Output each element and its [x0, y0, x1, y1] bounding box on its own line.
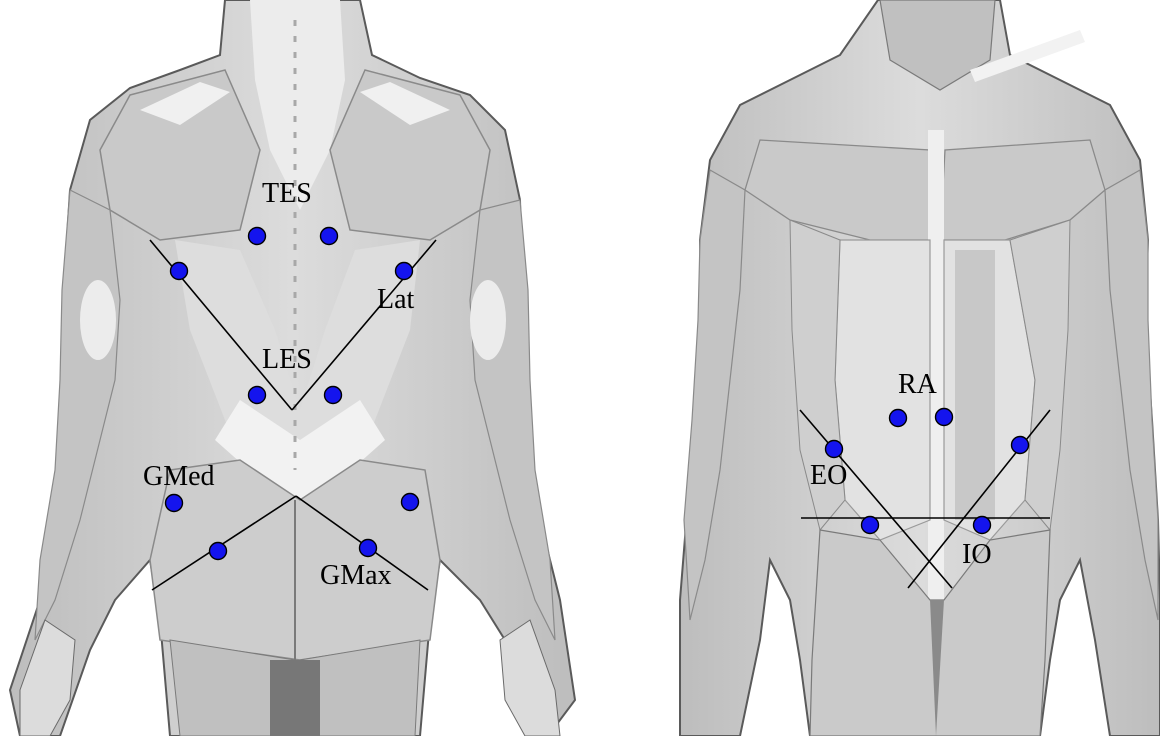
electrode-tes-left	[249, 228, 266, 245]
electrode-eo-right	[1012, 437, 1029, 454]
electrode-lat-right	[396, 263, 413, 280]
electrode-io-left	[862, 517, 879, 534]
electrode-eo-left	[826, 441, 843, 458]
electrode-gmed-left	[166, 495, 183, 512]
label-gmax: GMax	[320, 560, 392, 591]
electrode-gmed-right	[402, 494, 419, 511]
label-gmed: GMed	[143, 461, 215, 492]
anterior-body	[680, 0, 1160, 736]
label-les: LES	[262, 344, 312, 375]
label-io: IO	[962, 539, 992, 570]
electrode-ra-right	[936, 409, 953, 426]
electrode-tes-right	[321, 228, 338, 245]
electrode-ra-left	[890, 410, 907, 427]
electrode-les-left	[249, 387, 266, 404]
electrode-lat-left	[171, 263, 188, 280]
electrode-gmax-right	[360, 540, 377, 557]
electrode-gmax-left	[210, 543, 227, 560]
label-eo: EO	[810, 460, 847, 491]
label-lat: Lat	[377, 284, 415, 315]
electrode-les-right	[325, 387, 342, 404]
electrode-io-right	[974, 517, 991, 534]
label-ra: RA	[898, 369, 938, 400]
label-tes: TES	[262, 178, 312, 209]
